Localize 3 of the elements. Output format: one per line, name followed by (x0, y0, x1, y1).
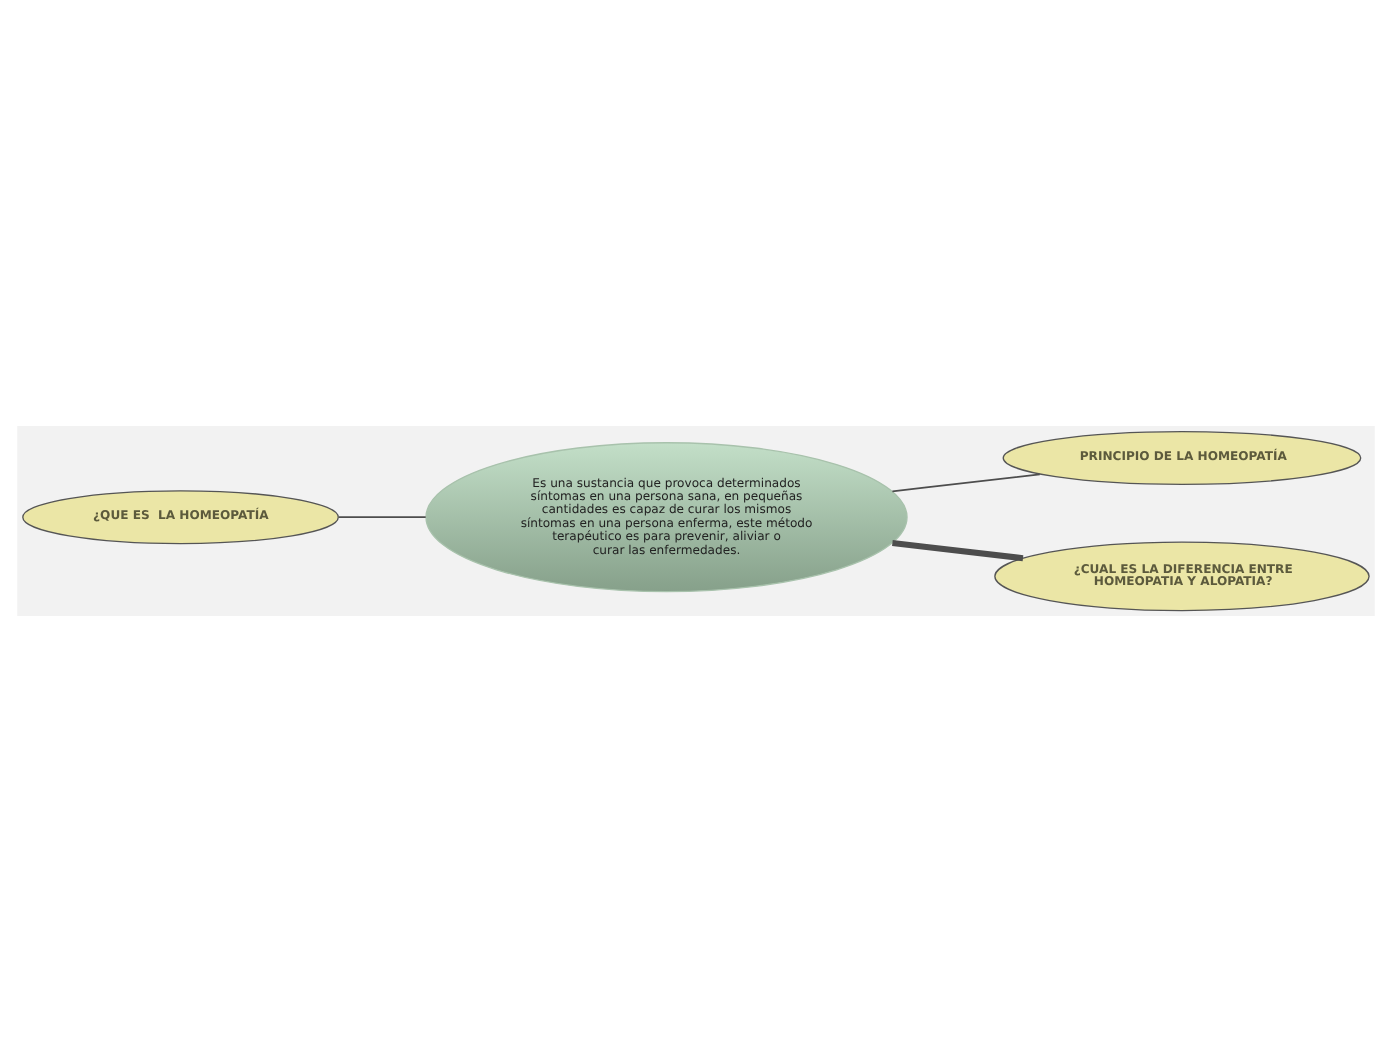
connector (891, 472, 1041, 492)
connector (337, 515, 427, 518)
connector (892, 539, 1024, 561)
